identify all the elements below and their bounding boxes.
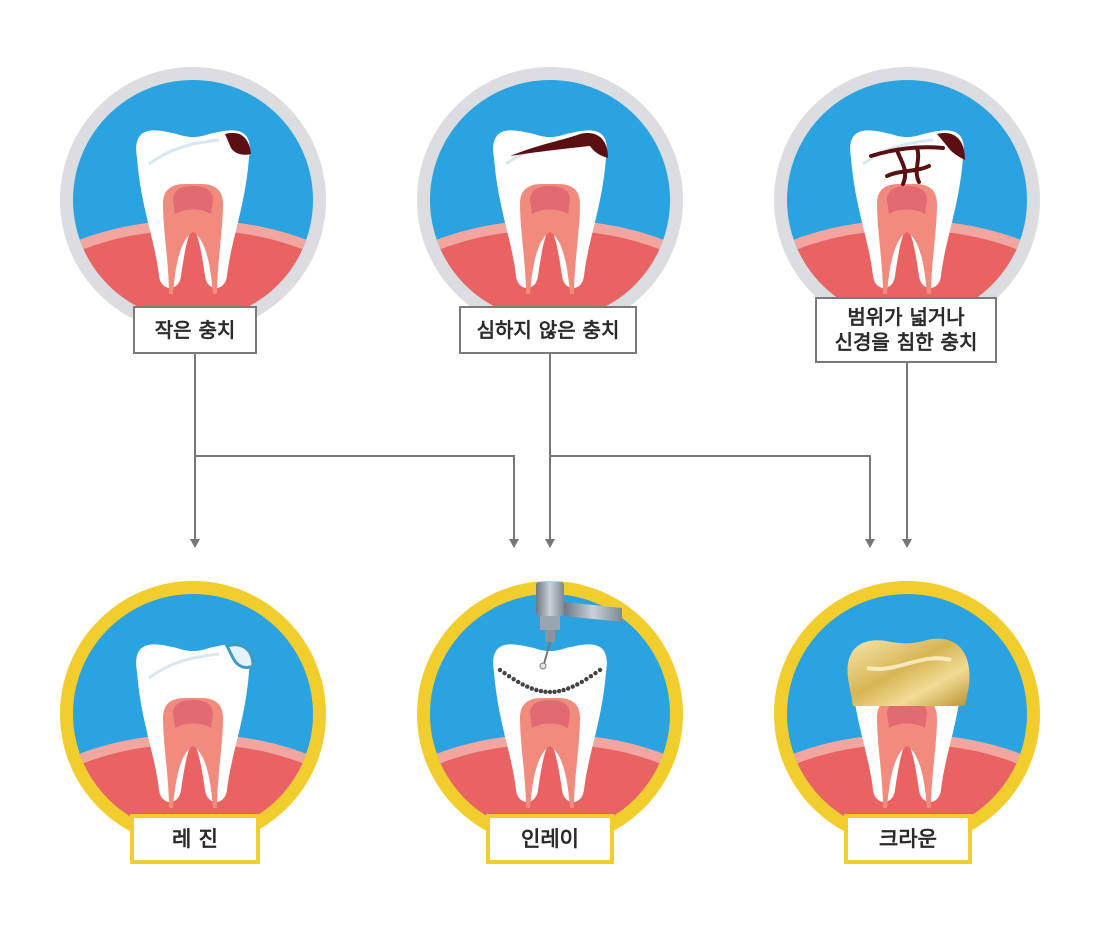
arrow-head [545,539,555,548]
arrow-head [865,539,875,548]
drill-head [536,582,564,616]
outline-dot [570,684,575,689]
treatment-crown-gum [787,744,1027,834]
outline-dot [525,684,530,689]
treatment-crown-pulp-chamber [887,700,927,728]
outline-dot [538,688,544,694]
decay-cracks [869,145,945,186]
treatment-label-inlay-text: 인레이 [521,826,579,851]
condition-label-moderate-text: 심하지 않은 충치 [476,317,620,342]
drill-tip [539,662,547,670]
resin-filling [224,643,255,670]
condition-small-pulp-chamber [173,186,213,214]
condition-label-large-text: 신경을 침한 충치 [834,330,978,354]
connector-arrows [190,539,912,548]
treatment-inlay-pulp-chamber [530,700,570,728]
connector-line [550,455,871,540]
outline-dot [561,687,566,693]
condition-large-pulp-chamber [887,186,927,214]
treatment-label-crown-text: 크라운 [879,826,937,851]
treatment-resin-illustration [60,581,326,847]
outline-dot [588,673,594,679]
outline-dot [584,676,589,682]
condition-label-small-text: 작은 충치 [154,317,236,342]
crown-shine [866,656,952,672]
inlay-cavity-outline [497,667,603,695]
outline-dot [506,673,512,679]
outline-dot [556,688,562,694]
drill-neck [540,616,560,630]
enamel-shine [148,652,220,680]
outline-dot [579,679,585,685]
gold-crown [847,638,970,706]
outline-dot [497,667,503,673]
treatment-inlay-gum [430,744,670,834]
treatment-label-resin: 레 진 [130,814,260,864]
outline-dot [565,686,571,691]
outline-dot [543,689,548,694]
decay-spot [510,133,608,158]
condition-moderate-pulp-chamber [530,186,570,214]
outline-dot [520,682,525,687]
condition-label-small: 작은 충치 [133,306,257,354]
outline-dot [534,687,539,693]
treatment-label-resin-text: 레 진 [172,826,218,851]
outline-dot [529,686,535,691]
outline-dot [575,682,580,687]
outline-dot [502,670,507,676]
enamel-shine [862,138,934,166]
treatment-crown-illustration [774,581,1040,847]
drill-chuck [545,630,555,642]
condition-large-gum [787,230,1027,320]
outline-dot [597,667,603,673]
treatment-resin-gum [73,744,313,834]
connector-line [195,455,515,540]
outline-dot [552,689,557,694]
condition-label-large-text: 범위가 넓거나 [847,305,965,329]
decay-spot [225,132,251,155]
treatment-resin-pulp-chamber [173,700,213,728]
condition-small-illustration [60,67,326,333]
outline-dot [511,676,516,682]
connector-lines [194,354,908,540]
outline-dot [593,670,598,676]
treatment-label-inlay: 인레이 [486,814,614,864]
condition-moderate-illustration [417,67,683,333]
drill-bit [543,641,551,665]
outline-dot [515,679,521,685]
arrow-head [190,539,200,548]
decay-spot [937,133,965,160]
condition-small-gum [73,230,313,320]
arrow-head [902,539,912,548]
enamel-shine [148,138,220,166]
treatment-label-crown: 크라운 [844,814,972,864]
drill-tool-icon [536,582,622,670]
arrow-head [509,539,519,548]
condition-moderate-gum [430,230,670,320]
drill-handle [564,602,622,622]
condition-label-moderate: 심하지 않은 충치 [459,306,637,354]
outline-dot [547,689,553,695]
